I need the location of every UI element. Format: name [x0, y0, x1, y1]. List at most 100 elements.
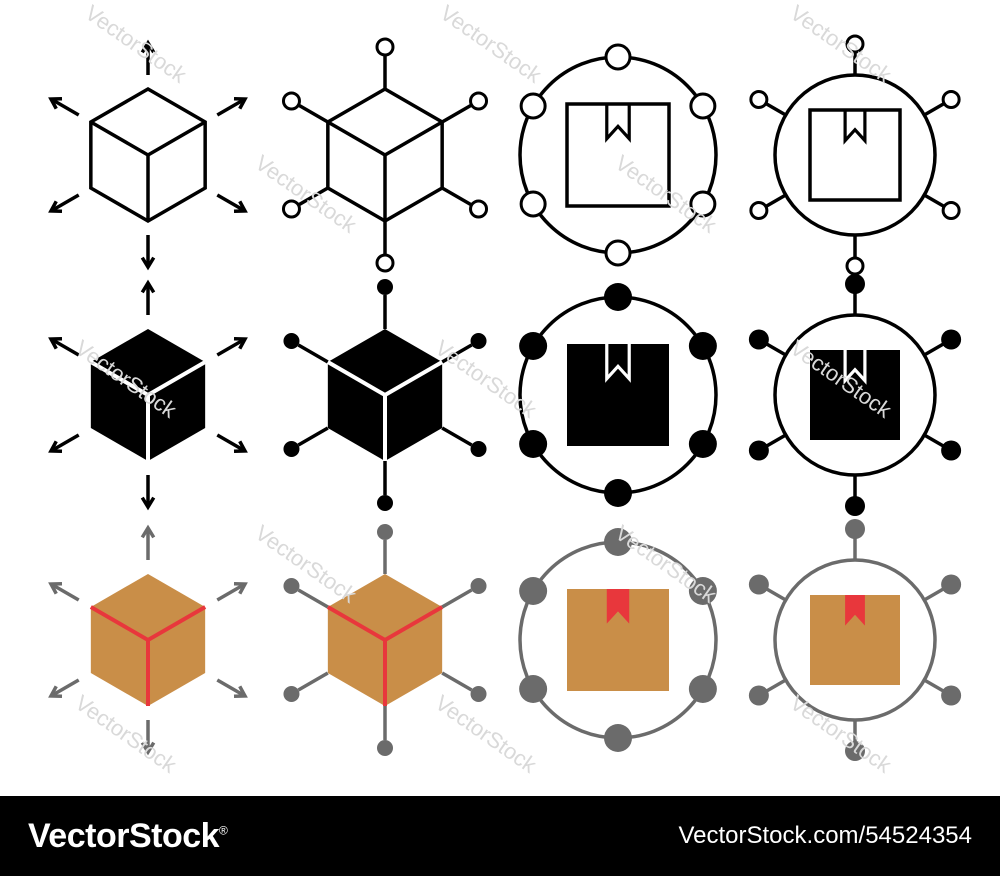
network-node	[469, 91, 489, 111]
box-ring-network-icon	[518, 528, 718, 752]
cube-network-icon	[281, 37, 489, 273]
arrow-head	[140, 496, 156, 511]
arrow-head	[48, 581, 63, 595]
cube-edge	[89, 605, 149, 642]
arrow-head	[48, 336, 63, 350]
connector-line	[441, 103, 473, 124]
network-node	[604, 528, 632, 556]
arrow-shaft	[50, 582, 80, 602]
network-node	[470, 333, 487, 349]
arrow-shaft	[50, 678, 80, 698]
arrow-head	[48, 96, 63, 110]
connector-line	[297, 343, 329, 364]
network-node	[469, 199, 489, 219]
box-tape	[843, 350, 867, 385]
arrow-head	[233, 96, 248, 110]
connector-line	[923, 102, 945, 117]
network-node	[375, 253, 395, 273]
arrow-head	[140, 39, 156, 54]
box-body	[565, 102, 671, 208]
network-node	[749, 201, 769, 220]
network-node	[941, 329, 962, 350]
network-node	[845, 519, 865, 539]
arrow-shaft	[50, 433, 80, 453]
box-tape	[606, 589, 630, 624]
arrow-head	[233, 336, 248, 350]
arrow-shaft	[216, 193, 246, 213]
box-tape	[845, 595, 865, 626]
network-node	[604, 239, 632, 267]
cube-edge	[147, 120, 207, 157]
ring	[518, 55, 718, 255]
connector-line	[765, 102, 787, 117]
arrow-head	[48, 200, 63, 214]
connector-line	[441, 671, 473, 692]
arrow-shaft	[216, 678, 246, 698]
network-node	[470, 578, 487, 594]
network-node	[941, 685, 962, 706]
box-tape	[605, 104, 631, 143]
network-node	[749, 90, 769, 109]
network-node	[604, 43, 632, 71]
network-node	[688, 577, 717, 605]
footer-bar: VectorStock® VectorStock.com/54524354	[0, 796, 1000, 876]
network-node	[470, 686, 487, 702]
network-node	[519, 332, 548, 360]
connector-line	[923, 193, 945, 208]
connector-line	[297, 426, 329, 447]
network-node	[519, 675, 548, 703]
connector-line	[765, 433, 787, 448]
arrow-shaft	[216, 433, 246, 453]
network-node	[941, 574, 962, 595]
network-node	[281, 199, 301, 219]
cube-edge	[384, 360, 444, 397]
box-circle-nodes-icon	[748, 519, 962, 761]
cube-arrows-icon	[48, 39, 248, 271]
cube-edge	[89, 120, 149, 157]
box-tape	[605, 344, 631, 383]
connector-line	[441, 426, 473, 447]
network-node	[283, 686, 300, 702]
arrow-head	[233, 685, 248, 699]
connector-line	[765, 342, 787, 357]
arrow-head	[233, 440, 248, 454]
stock-id-text: VectorStock.com/54524354	[678, 822, 972, 849]
connector-line	[441, 186, 473, 207]
cube-edge	[326, 605, 386, 642]
cube-arrows-icon	[48, 279, 248, 511]
connector-line	[765, 587, 787, 602]
cube-edge	[326, 120, 386, 157]
cube-edge	[89, 360, 149, 397]
network-node	[604, 283, 632, 311]
connector-line	[441, 343, 473, 364]
network-node	[281, 91, 301, 111]
arrow-head	[140, 256, 156, 271]
network-node	[283, 333, 300, 349]
connector-line	[441, 588, 473, 609]
network-node	[377, 495, 393, 511]
arrow-head	[233, 200, 248, 214]
network-node	[377, 524, 393, 540]
arrow-shaft	[216, 97, 246, 117]
network-node	[377, 279, 393, 295]
network-node	[688, 430, 717, 458]
brand-logo: VectorStock®	[28, 816, 228, 855]
box-circle-nodes-icon	[749, 34, 961, 276]
network-node	[748, 440, 769, 461]
connector-line	[765, 678, 787, 693]
network-node	[941, 90, 961, 109]
network-node	[604, 479, 632, 507]
cube-arrows-icon	[48, 524, 248, 756]
network-node	[470, 441, 487, 457]
network-node	[688, 332, 717, 360]
connector-line	[923, 433, 945, 448]
arrow-shaft	[50, 97, 80, 117]
cube-edge	[384, 605, 444, 642]
network-node	[375, 37, 395, 57]
network-node	[519, 190, 547, 218]
icon-grid	[48, 34, 962, 761]
cube-edge	[146, 360, 207, 397]
network-node	[845, 274, 865, 294]
network-node	[519, 577, 548, 605]
box-circle-nodes-icon	[748, 274, 962, 516]
